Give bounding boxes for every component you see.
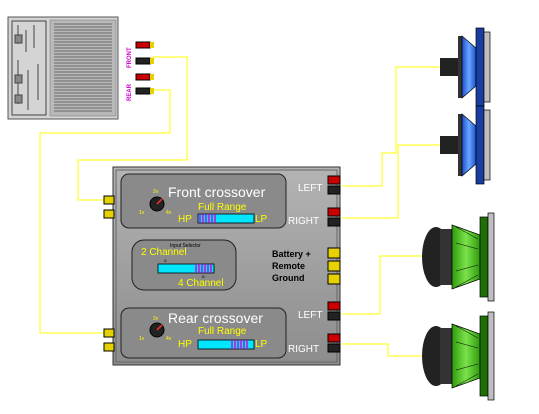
- front-left-speaker: [440, 27, 491, 107]
- head-unit-bracket: [11, 20, 47, 116]
- two-channel-label: 2 Channel: [141, 247, 187, 258]
- front-knob-high: 4v: [166, 210, 172, 216]
- front-left-output-label: LEFT: [298, 183, 322, 194]
- head-unit: FRONT REAR: [7, 16, 154, 120]
- rear-right-terminal-neg[interactable]: [327, 343, 341, 353]
- front-hp-label: HP: [178, 214, 192, 225]
- wire-rear-input: [39, 89, 171, 334]
- rear-right-speaker: [422, 311, 495, 401]
- rear-left-terminal-pos[interactable]: [327, 301, 341, 311]
- amplifier: Front crossover Full Range HP LP 2v 1v 4…: [103, 166, 341, 366]
- front-right-terminal-neg[interactable]: [327, 217, 341, 227]
- rca-rear-left-output[interactable]: [135, 73, 151, 81]
- input-selector-panel: Input Selector 2 Channel 4 Channel A B: [131, 239, 237, 291]
- rca-front-right-output[interactable]: [135, 57, 151, 65]
- rear-right-terminal-pos[interactable]: [327, 333, 341, 343]
- power-ground-label: Ground: [272, 273, 305, 283]
- front-crossover-panel: Front crossover Full Range HP LP 2v 1v 4…: [120, 173, 287, 229]
- rear-right-output-label: RIGHT: [288, 344, 319, 355]
- rear-full-range-label: Full Range: [198, 326, 247, 337]
- front-knob-mid: 2v: [153, 189, 159, 195]
- rear-left-speaker: [422, 212, 495, 302]
- battery-terminal[interactable]: [327, 247, 341, 259]
- head-unit-rca-outputs: [135, 41, 154, 95]
- power-remote-label: Remote: [272, 261, 305, 271]
- amp-rear-input-jack-2[interactable]: [103, 342, 115, 352]
- head-unit-front-label: FRONT: [127, 47, 133, 68]
- head-unit-rear-label: REAR: [127, 83, 133, 101]
- front-knob-low: 1v: [139, 210, 145, 216]
- selector-position-a: A: [164, 258, 167, 263]
- front-crossover-title: Front crossover: [168, 184, 266, 200]
- ground-terminal[interactable]: [327, 273, 341, 285]
- four-channel-label: 4 Channel: [178, 278, 224, 289]
- wire-front-input: [77, 56, 188, 201]
- remote-terminal[interactable]: [327, 260, 341, 272]
- front-right-speaker: [440, 105, 491, 185]
- wire-rear-left-output: [342, 255, 422, 315]
- front-left-terminal-neg[interactable]: [327, 185, 341, 195]
- input-selector-title: Input Selector: [170, 243, 201, 249]
- front-left-terminal-pos[interactable]: [327, 175, 341, 185]
- rear-crossover-panel: Rear crossover Full Range HP LP 2v 1v 4v: [120, 307, 287, 359]
- wire-front-right-output: [342, 144, 440, 219]
- wire-front-left-output: [342, 66, 440, 187]
- power-battery-label: Battery +: [272, 249, 311, 259]
- rear-left-output-label: LEFT: [298, 310, 322, 321]
- rear-knob-low: 1v: [139, 336, 145, 342]
- wire-rear-right-output: [342, 343, 422, 357]
- amp-front-input-jack[interactable]: [103, 195, 115, 205]
- input-selector-slider[interactable]: [157, 263, 215, 274]
- wires: [39, 56, 440, 357]
- rca-front-left-output[interactable]: [135, 41, 151, 49]
- amp-rear-input-jack[interactable]: [103, 328, 115, 338]
- front-full-range-label: Full Range: [198, 202, 247, 213]
- rear-gain-knob[interactable]: [149, 322, 165, 338]
- rear-knob-high: 4v: [166, 336, 172, 342]
- front-crossover-slider[interactable]: [197, 213, 255, 224]
- amp-front-input-jack-2[interactable]: [103, 209, 115, 219]
- front-lp-label: LP: [255, 214, 268, 225]
- rear-hp-label: HP: [178, 339, 192, 350]
- rear-knob-mid: 2v: [153, 316, 159, 322]
- speaker-output-terminals: [327, 175, 341, 353]
- rear-left-terminal-neg[interactable]: [327, 311, 341, 321]
- rear-crossover-title: Rear crossover: [168, 310, 263, 326]
- front-right-output-label: RIGHT: [288, 216, 319, 227]
- power-terminals: [327, 247, 341, 285]
- front-right-terminal-pos[interactable]: [327, 207, 341, 217]
- selector-position-b: B: [202, 274, 205, 279]
- rca-rear-right-output[interactable]: [135, 87, 151, 95]
- amp-rca-inputs: [103, 195, 115, 352]
- front-gain-knob[interactable]: [149, 196, 165, 212]
- rear-crossover-slider[interactable]: [197, 339, 255, 350]
- head-unit-heatsink: [54, 23, 112, 112]
- rear-lp-label: LP: [255, 339, 268, 350]
